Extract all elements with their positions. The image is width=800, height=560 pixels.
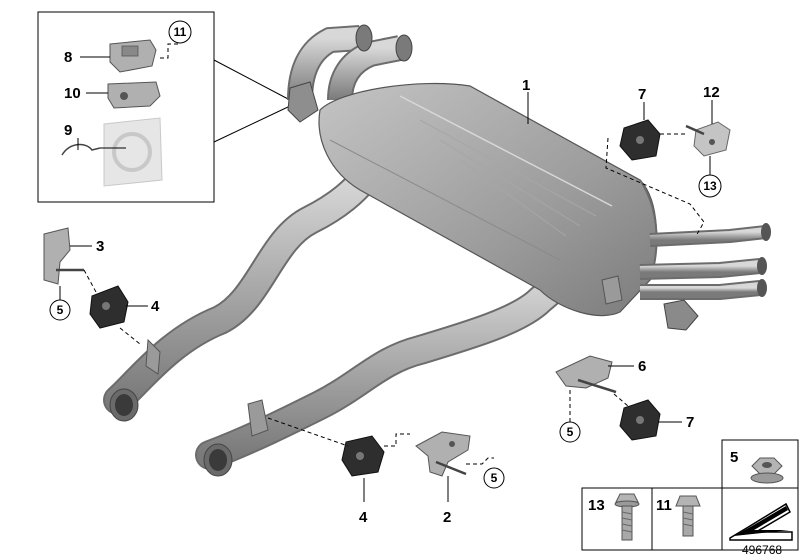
legend-bolt11-label: 11 xyxy=(656,497,672,514)
callout-1: 1 xyxy=(522,77,530,94)
callout-10: 10 xyxy=(64,85,81,102)
tail-pipes xyxy=(639,223,771,300)
vehicle-direction-arrow-icon xyxy=(729,502,793,541)
callout-4-left: 4 xyxy=(151,298,160,315)
detail-inset xyxy=(37,11,291,203)
callout-5-left: 5 xyxy=(49,299,71,321)
callout-6: 6 xyxy=(638,358,646,375)
svg-text:13: 13 xyxy=(703,179,717,193)
callout-5-bottom: 5 xyxy=(483,467,505,489)
inlet-pipes xyxy=(287,24,413,123)
legend-bolt13-box: 13 xyxy=(581,487,653,551)
pipe-bracket-left xyxy=(145,338,161,375)
bracket-part-12 xyxy=(685,100,731,176)
legend-bolt11-box: 11 xyxy=(651,487,723,551)
leader-11 xyxy=(160,43,180,59)
rubber-mount-part-4-left xyxy=(83,269,148,345)
callout-8: 8 xyxy=(64,49,72,66)
svg-text:11: 11 xyxy=(174,25,187,39)
callout-2: 2 xyxy=(443,509,451,526)
pipe-bracket-right xyxy=(247,399,269,437)
rubber-mount-part-4-bottom xyxy=(267,417,410,502)
legend-bolt13-label: 13 xyxy=(588,497,605,514)
callout-13: 13 xyxy=(698,174,722,198)
rubber-mount-part-7-bottom xyxy=(619,399,682,441)
bracket-part-8 xyxy=(80,39,157,73)
document-number: 496768 xyxy=(742,543,782,557)
legend-nut-box: 5 xyxy=(721,439,799,489)
hex-bolt-icon xyxy=(675,495,701,537)
flange-nut-icon xyxy=(750,457,784,484)
callout-7-bottom: 7 xyxy=(686,414,694,431)
svg-text:5: 5 xyxy=(491,471,498,485)
tail-clamp xyxy=(663,299,699,331)
callout-7-top: 7 xyxy=(638,86,646,103)
callout-3: 3 xyxy=(96,238,104,255)
legend-direction-box xyxy=(721,487,799,551)
svg-text:5: 5 xyxy=(57,303,64,317)
bracket-part-10 xyxy=(86,81,161,109)
callout-5-right: 5 xyxy=(559,421,581,443)
svg-text:5: 5 xyxy=(567,425,574,439)
legend-nut-label: 5 xyxy=(730,449,738,466)
rubber-mount-part-7-top xyxy=(605,102,705,237)
bracket-part-2 xyxy=(415,431,494,502)
muffler-bracket-rear xyxy=(601,275,623,305)
front-pipe-right xyxy=(195,261,583,477)
callout-4-bottom: 4 xyxy=(359,509,368,526)
bracket-part-6 xyxy=(555,355,634,420)
bracket-part-3 xyxy=(43,227,92,300)
flange-bolt-icon xyxy=(614,493,640,541)
callout-9: 9 xyxy=(64,122,72,139)
callout-11: 11 xyxy=(168,20,192,44)
clamp-part-9 xyxy=(61,117,163,187)
callout-12: 12 xyxy=(703,84,720,101)
